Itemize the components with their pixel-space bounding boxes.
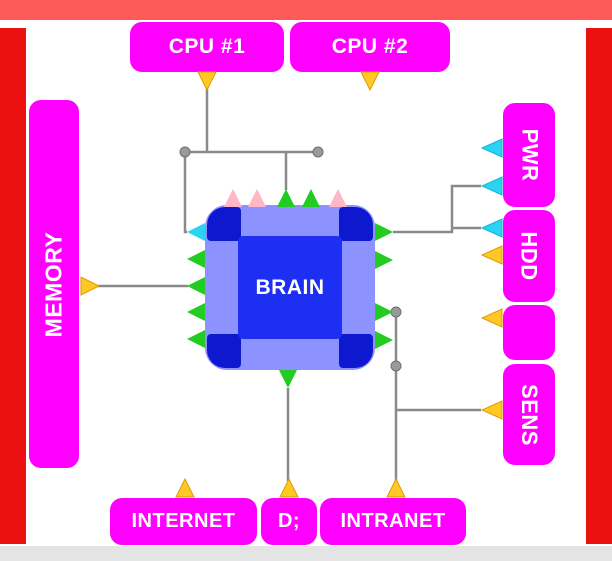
left-frame-bar [0,28,26,544]
node-d-label: D; [277,510,301,532]
node-pwr-label: PWR [517,128,543,182]
bottom-frame-bar [0,546,612,561]
node-brain[interactable]: BRAIN [205,205,375,370]
junction-dot [179,146,191,158]
node-intranet[interactable]: INTRANET [320,498,466,545]
pin-bottom-green [279,370,297,388]
chip-corner-top-right [339,207,373,241]
wire-brain-pwr [393,184,481,234]
node-sens-label: SENS [517,383,543,446]
junction-dot [390,360,402,372]
pin-left-green-2 [187,277,205,295]
node-internet[interactable]: INTERNET [110,498,257,545]
arrow-memory-right-icon [80,276,101,296]
pin-right-green-4 [375,331,393,349]
node-d[interactable]: D; [261,498,317,545]
node-hdd[interactable]: HDD [503,210,555,302]
node-cpu2-label: CPU #2 [331,35,409,58]
node-memory[interactable]: MEMORY [29,100,79,468]
pin-right-green-1 [375,223,393,241]
arrow-d-up-icon [279,477,299,498]
pin-right-green-3 [375,303,393,321]
node-pwr[interactable]: PWR [503,103,555,207]
pin-left-green-4 [187,330,205,348]
top-frame-bar [0,0,612,20]
node-hdd-label: HDD [516,231,542,281]
node-brain-label: BRAIN [255,275,325,299]
pin-left-green-3 [187,303,205,321]
wire-brain-intranet [393,310,398,481]
chip-core: BRAIN [238,236,342,339]
chip-corner-bottom-left [207,334,241,368]
pin-left-cyan [187,223,205,241]
chip-corner-top-left [207,207,241,241]
node-sens[interactable]: SENS [503,364,555,465]
node-cpu1-label: CPU #1 [168,35,246,58]
pin-right-green-2 [375,251,393,269]
arrow-pwr-left-icon-2 [480,176,503,196]
arrow-cpu1-down-icon [197,71,217,92]
arrow-cpu2-down-icon [360,71,380,92]
node-memory-label: MEMORY [40,231,67,337]
node-internet-label: INTERNET [131,510,236,532]
arrow-intranet-up-icon [386,477,406,498]
node-aux-blank[interactable] [503,305,555,360]
arrow-pwr-left-icon-1 [480,138,503,158]
node-cpu1[interactable]: CPU #1 [130,22,284,72]
arrow-sens-left-icon [480,400,503,420]
node-intranet-label: INTRANET [340,510,446,532]
junction-dot [390,306,402,318]
right-frame-bar [586,28,612,544]
arrow-hdd-left-yellow-icon [480,245,503,265]
arrow-internet-up-icon [175,477,195,498]
arrow-aux-left-icon [480,308,503,328]
chip-corner-bottom-right [339,334,373,368]
node-cpu2[interactable]: CPU #2 [290,22,450,72]
junction-dot [312,146,324,158]
arrow-hdd-left-cyan-icon [480,218,503,238]
pin-left-green-1 [187,250,205,268]
